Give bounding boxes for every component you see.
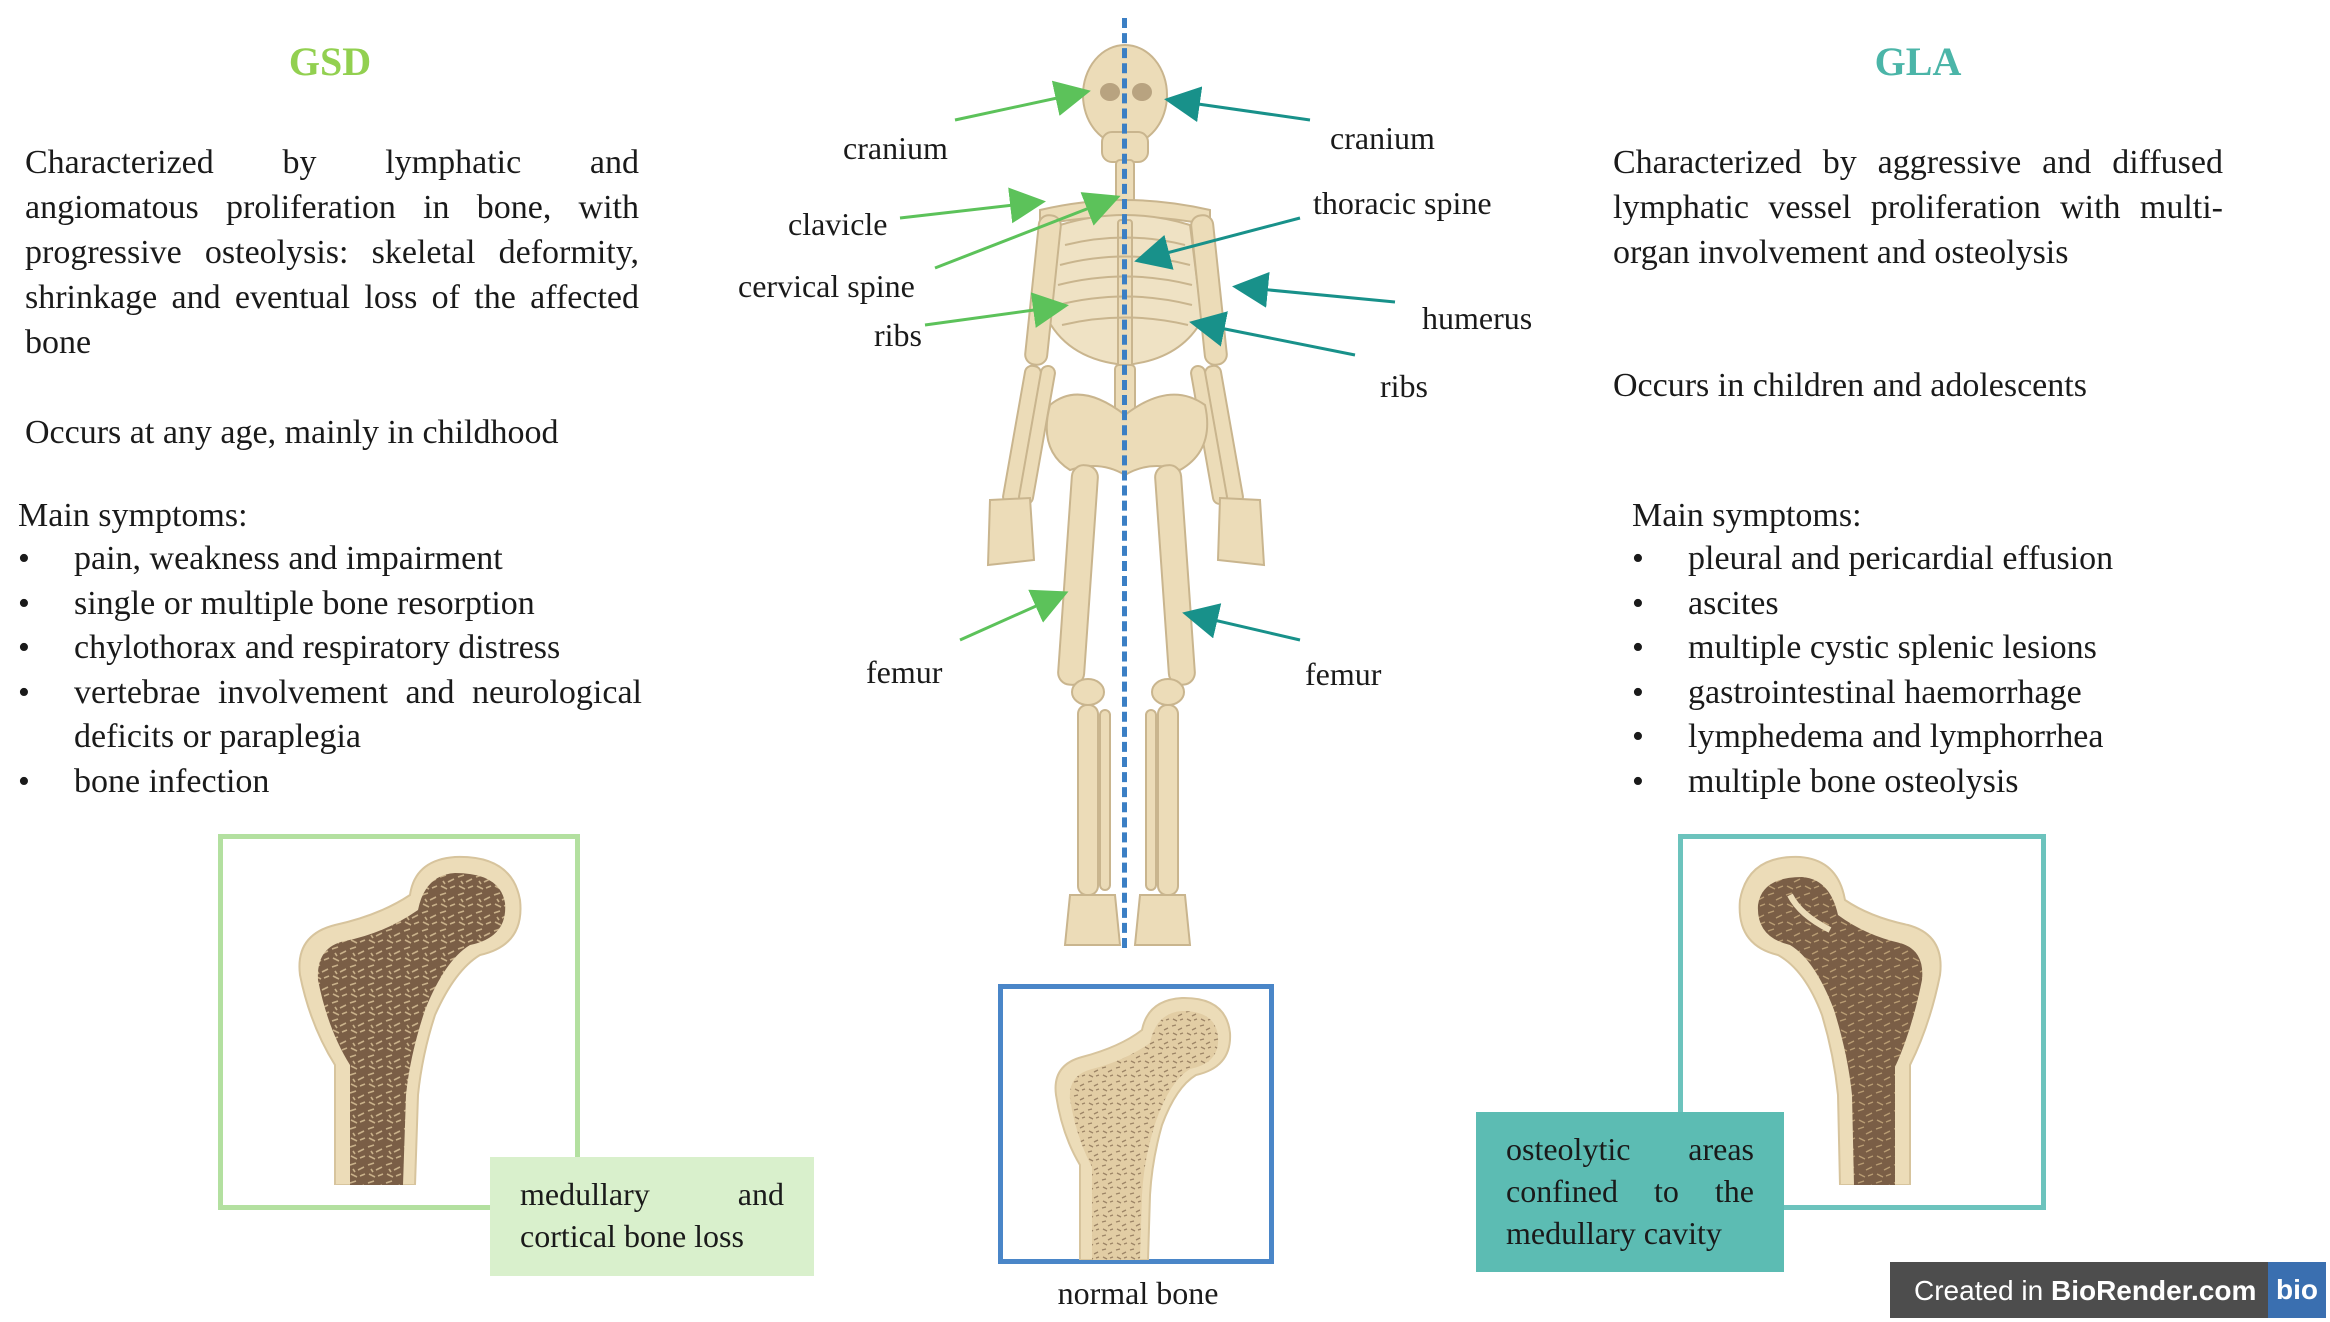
body-midline bbox=[1122, 18, 1127, 948]
label-right-ribs: ribs bbox=[1380, 368, 1428, 404]
normal-bone-frame bbox=[998, 984, 1274, 1264]
gsd-symptoms-heading: Main symptoms: bbox=[18, 497, 248, 534]
label-left-femur: femur bbox=[866, 654, 943, 690]
biorender-logo: bio bbox=[2268, 1262, 2326, 1318]
symptom-item: multiple bone osteolysis bbox=[1632, 760, 2272, 805]
caption-line: osteolytic areas bbox=[1506, 1131, 1754, 1167]
gla-age: Occurs in children and adolescents bbox=[1613, 367, 2087, 404]
symptom-item: chylothorax and respiratory distress bbox=[18, 626, 642, 671]
symptom-item: multiple cystic splenic lesions bbox=[1632, 626, 2272, 671]
gla-bone-frame bbox=[1678, 834, 2046, 1210]
symptom-item: vertebrae involvement and neurological d… bbox=[18, 671, 642, 760]
symptom-item: lymphedema and lymphorrhea bbox=[1632, 715, 2272, 760]
caption-line: cortical bone loss bbox=[520, 1218, 744, 1254]
logo-text: bio bbox=[2276, 1274, 2318, 1305]
caption-line: medullary and bbox=[520, 1176, 784, 1212]
gsd-symptom-list: pain, weakness and impairment single or … bbox=[18, 537, 642, 804]
gsd-age: Occurs at any age, mainly in childhood bbox=[25, 414, 559, 451]
label-left-cranium: cranium bbox=[843, 130, 948, 166]
watermark-prefix: Created in bbox=[1914, 1275, 2051, 1306]
label-right-humerus: humerus bbox=[1422, 300, 1533, 336]
symptom-item: pain, weakness and impairment bbox=[18, 537, 642, 582]
symptom-item: ascites bbox=[1632, 582, 2272, 627]
symptom-item: gastrointestinal haemorrhage bbox=[1632, 671, 2272, 716]
symptom-item: pleural and pericardial effusion bbox=[1632, 537, 2272, 582]
label-right-thoracic-spine: thoracic spine bbox=[1313, 185, 1492, 221]
watermark-text: Created in BioRender.com bbox=[1914, 1275, 2256, 1307]
gla-description: Characterized by aggressive and diffused… bbox=[1613, 144, 2223, 271]
symptom-item: single or multiple bone resorption bbox=[18, 582, 642, 627]
gla-femur-illustration bbox=[1738, 855, 1942, 1185]
symptom-item: bone infection bbox=[18, 760, 642, 805]
label-right-cranium: cranium bbox=[1330, 120, 1435, 156]
gsd-femur-illustration bbox=[298, 855, 522, 1185]
label-left-ribs: ribs bbox=[874, 317, 922, 353]
normal-femur-illustration bbox=[1054, 996, 1232, 1260]
label-left-clavicle: clavicle bbox=[788, 206, 888, 242]
gsd-description: Characterized by lymphatic and angiomato… bbox=[25, 144, 639, 361]
gla-symptom-list: pleural and pericardial effusion ascites… bbox=[1632, 537, 2272, 804]
gsd-title: GSD bbox=[288, 39, 372, 84]
gla-symptoms-heading: Main symptoms: bbox=[1632, 497, 1862, 534]
label-left-cervical-spine: cervical spine bbox=[738, 268, 915, 304]
gla-title: GLA bbox=[1874, 39, 1962, 84]
gla-bone-caption: osteolytic areas confined to the medulla… bbox=[1476, 1112, 1784, 1272]
gsd-bone-caption: medullary and cortical bone loss bbox=[490, 1157, 814, 1276]
biorender-watermark: Created in BioRender.com bio bbox=[1890, 1262, 2326, 1318]
caption-line: confined to the bbox=[1506, 1173, 1754, 1209]
caption-line: medullary cavity bbox=[1506, 1215, 1722, 1251]
watermark-brand: BioRender.com bbox=[2050, 1275, 2257, 1306]
label-right-femur: femur bbox=[1305, 656, 1382, 692]
normal-bone-caption: normal bone bbox=[1057, 1275, 1219, 1311]
gsd-bone-frame bbox=[218, 834, 580, 1210]
